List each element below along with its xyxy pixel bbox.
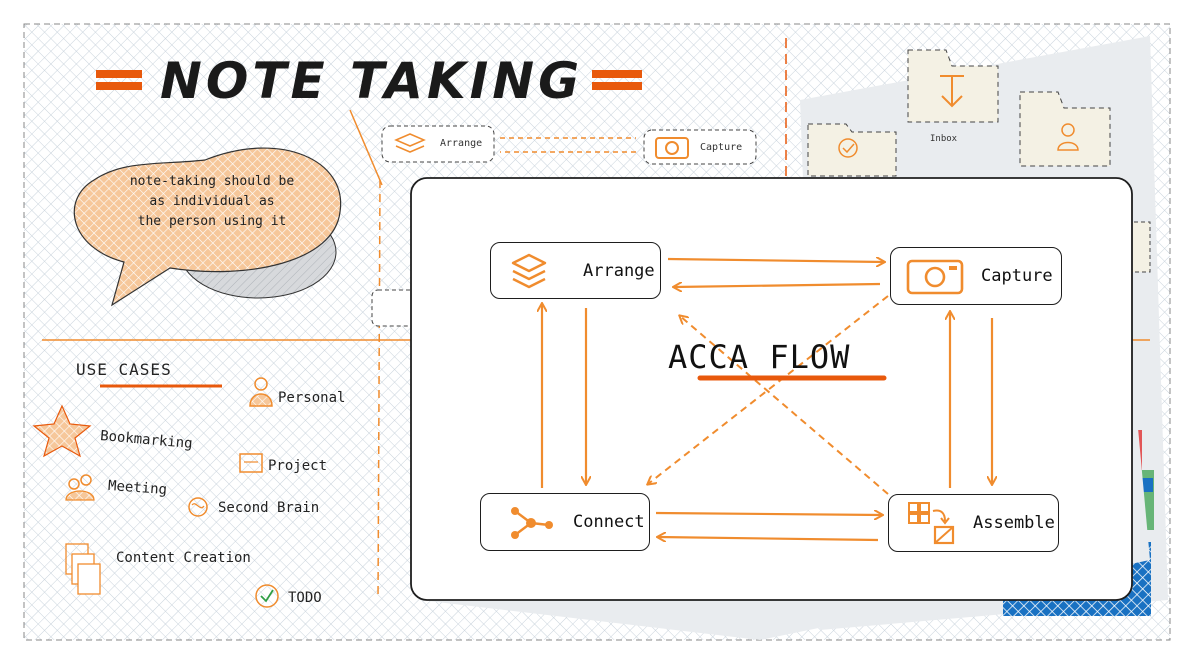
background-capture-label: Capture: [700, 142, 743, 153]
use-cases-heading: USE CASES: [76, 360, 172, 379]
background-arrange-label: Arrange: [440, 138, 483, 149]
download-icon: [940, 75, 964, 108]
bubble-line-3: the person using it: [137, 214, 287, 229]
use-case-second-brain: Second Brain: [218, 500, 320, 516]
brain-icon: [188, 497, 208, 517]
speech-bubble: [73, 147, 342, 307]
folder-inbox: [907, 49, 999, 123]
small-layers-icon: [394, 133, 426, 153]
diagonal-arrows: [648, 295, 889, 495]
background-flow: [371, 125, 757, 327]
flow-arrows: [542, 259, 992, 540]
camera-icon: [906, 259, 964, 295]
network-icon: [511, 507, 553, 539]
node-connect[interactable]: Connect: [480, 493, 650, 551]
folder-check: [807, 123, 897, 177]
layers-icon: [511, 253, 547, 289]
star-icon: [32, 404, 92, 458]
use-case-todo: TODO: [288, 590, 322, 606]
bubble-line-1: note-taking should be: [129, 174, 295, 189]
node-capture[interactable]: Capture: [890, 247, 1062, 305]
title-decoration-left: [96, 70, 142, 90]
bubble-line-2: as individual as: [149, 194, 275, 209]
node-capture-label: Capture: [981, 266, 1053, 286]
use-case-personal: Personal: [278, 390, 346, 406]
page-title: NOTE TAKING: [160, 52, 584, 110]
people-icon: [65, 474, 95, 501]
node-arrange-label: Arrange: [583, 261, 655, 281]
blocks-icon: [908, 502, 955, 545]
folder-person: [1019, 91, 1111, 167]
person-icon: [249, 377, 273, 407]
title-decoration-right: [592, 70, 642, 90]
node-assemble[interactable]: Assemble: [888, 494, 1059, 552]
folder-group: [807, 49, 1151, 273]
inbox-label: Inbox: [930, 134, 958, 144]
folder-icon: [239, 453, 263, 473]
bubble-text: note-taking should be as individual as t…: [92, 172, 332, 232]
node-assemble-label: Assemble: [973, 513, 1055, 533]
document-stack-icon: [65, 543, 101, 595]
node-arrange[interactable]: Arrange: [490, 242, 661, 299]
checklist-icon: [255, 584, 279, 608]
flow-title: ACCA FLOW: [668, 338, 851, 376]
use-case-content-creation: Content Creation: [116, 550, 251, 566]
use-case-project: Project: [268, 458, 328, 474]
small-camera-icon: [655, 137, 689, 159]
node-connect-label: Connect: [573, 512, 645, 532]
